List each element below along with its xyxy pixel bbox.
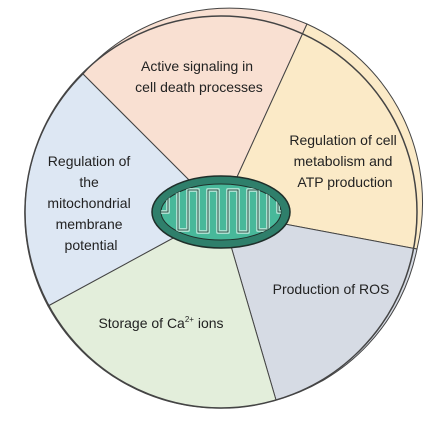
label-calcium: Storage of Ca2+ ions [98, 315, 223, 331]
outer-circle [24, 15, 418, 409]
label-metabolism: Regulation of cell metabolism and ATP pr… [289, 132, 400, 190]
mitochondrion-icon [151, 175, 291, 249]
label-membrane-potential: Regulation of the mitochondrial membrane… [47, 153, 134, 253]
label-ros: Production of ROS [273, 281, 390, 297]
label-cell-death: Active signaling in cell death processes [135, 58, 263, 95]
